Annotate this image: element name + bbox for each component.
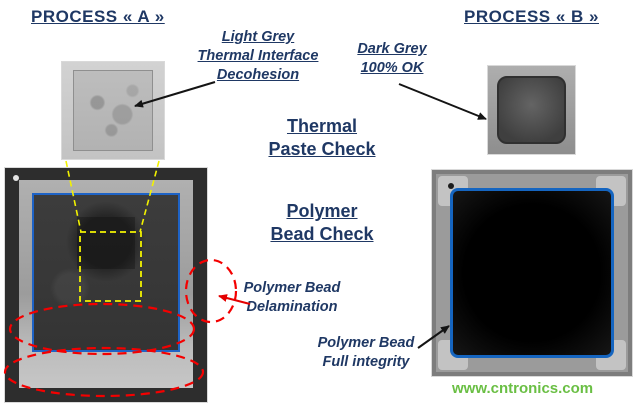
fiducial-dot <box>13 175 19 181</box>
dark-grey-ok-label: Dark Grey 100% OK <box>357 41 427 76</box>
polymer-bead-outline <box>450 188 614 358</box>
watermark-text: www.cntronics.com <box>452 380 594 397</box>
light-grey-decohesion-label: Light Grey Thermal Interface Decohesion <box>197 29 319 83</box>
process-a-paste-sample-image <box>62 62 164 159</box>
process-a-title: PROCESS « A » <box>31 7 165 26</box>
package-substrate <box>436 174 628 372</box>
fiducial-dot <box>448 183 454 189</box>
delamination-label: Polymer Bead Delamination <box>243 280 341 315</box>
dark-grey-paste-area <box>497 76 566 144</box>
arrow-to-sample-b <box>398 83 487 120</box>
thermal-paste-check-heading: Thermal Paste Check <box>268 116 376 159</box>
process-b-paste-sample-image <box>488 66 575 154</box>
full-integrity-label: Polymer Bead Full integrity <box>317 335 415 370</box>
light-grey-paste-area <box>73 70 153 151</box>
polymer-bead-outline <box>32 193 180 352</box>
process-b-package-image <box>432 170 632 376</box>
polymer-bead-check-heading: Polymer Bead Check <box>270 201 374 244</box>
die-shadow <box>77 216 135 270</box>
package-substrate <box>19 180 193 388</box>
process-b-title: PROCESS « B » <box>464 7 599 26</box>
process-a-package-image <box>5 168 207 402</box>
